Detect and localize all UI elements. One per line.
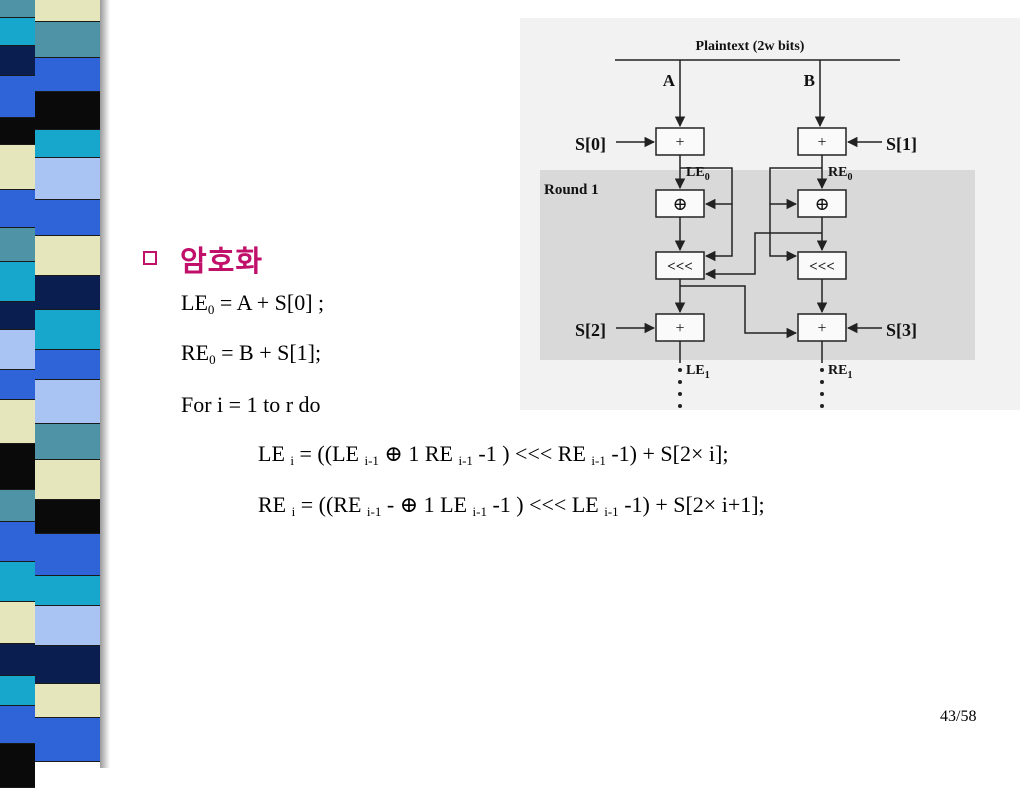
equation-re0: RE0 = B + S[1]; xyxy=(181,340,322,367)
round-label: Round 1 xyxy=(544,182,599,198)
svg-text:+: + xyxy=(675,320,684,337)
strip-column-left xyxy=(0,0,35,788)
re1-label: RE1 xyxy=(828,363,852,381)
strip-column-right xyxy=(35,0,100,768)
rc5-round-diagram: Plaintext (2w bits) A B S[0] + + S[1] Ro… xyxy=(520,18,1020,410)
slide-heading: 암호화 xyxy=(180,244,264,278)
svg-text:⊕: ⊕ xyxy=(672,194,687,214)
equation-re-i: RE i = ((RE i-1 - ⊕ 1 LE i-1 -1 ) <<< LE… xyxy=(258,492,765,519)
adder-b0 xyxy=(797,127,847,156)
page-number: 43/58 xyxy=(940,708,977,725)
plaintext-label: Plaintext (2w bits) xyxy=(696,39,805,54)
svg-text:<<<: <<< xyxy=(667,259,693,275)
decorative-strip xyxy=(0,0,110,788)
s2-label: S[2] xyxy=(575,320,606,340)
adder-b1 xyxy=(797,313,847,342)
rotate-left xyxy=(655,251,705,280)
equation-le0: LE0 = A + S[0] ; xyxy=(181,290,325,317)
svg-text:<<<: <<< xyxy=(809,259,835,275)
svg-text:+: + xyxy=(817,320,826,337)
re0-label: RE0 xyxy=(828,165,852,183)
xor-left xyxy=(655,189,705,218)
continuation-dots xyxy=(678,368,824,408)
s3-label: S[3] xyxy=(886,320,917,340)
input-a-label: A xyxy=(663,71,676,90)
svg-text:+: + xyxy=(675,134,684,151)
round-region xyxy=(540,170,975,360)
s0-label: S[0] xyxy=(575,134,606,154)
loop-header: For i = 1 to r do xyxy=(181,392,321,417)
input-b-label: B xyxy=(804,71,815,90)
equation-le-i: LE i = ((LE i-1 ⊕ 1 RE i-1 -1 ) <<< RE i… xyxy=(258,441,729,468)
le1-label: LE1 xyxy=(686,363,710,381)
xor-right xyxy=(797,189,847,218)
svg-text:⊕: ⊕ xyxy=(814,194,829,214)
svg-text:+: + xyxy=(817,134,826,151)
bullet-icon xyxy=(143,251,157,265)
adder-a0 xyxy=(655,127,705,156)
s1-label: S[1] xyxy=(886,134,917,154)
strip-shadow xyxy=(100,0,110,768)
